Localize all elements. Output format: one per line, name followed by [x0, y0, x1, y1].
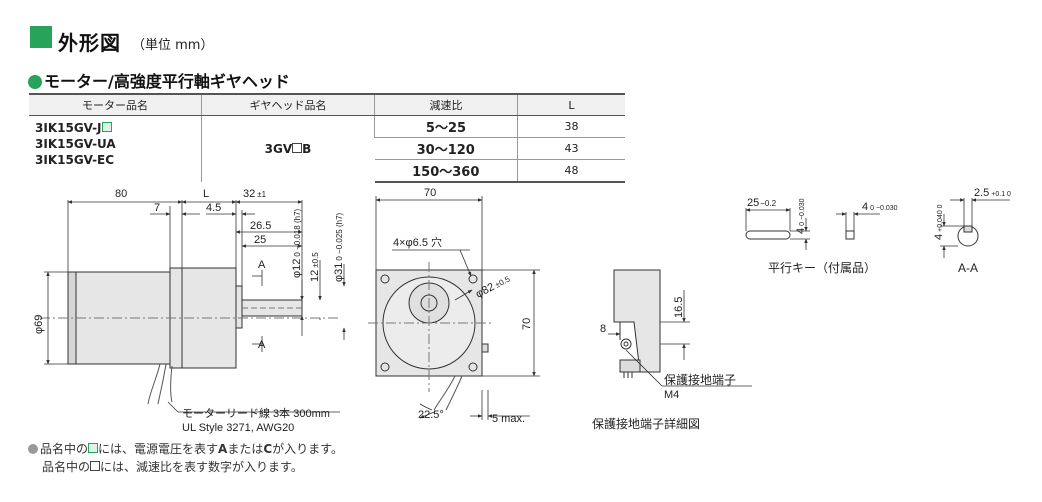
section-title-text: モーター/高強度平行軸ギヤヘッド	[44, 72, 290, 91]
L-cell: 43	[517, 137, 625, 160]
note-2: 品名中のには、減速比を表す数字が入ります。	[42, 458, 303, 475]
key-dimension-lines	[745, 208, 880, 250]
gearhead-suffix: B	[302, 142, 312, 156]
ratio-cell: 150～360	[374, 159, 518, 183]
aa-dimension-lines	[940, 198, 1010, 258]
angle-label: 22.5°	[418, 409, 444, 421]
voltage-square-icon	[101, 122, 112, 132]
ratio-square-icon	[90, 461, 101, 471]
dim-12: 12±0.5	[309, 252, 321, 282]
aa-2-5: 2.5+0.1 0	[974, 187, 1011, 199]
col-gearhead: ギヤヘッド品名	[201, 93, 375, 116]
detail-caption: 保護接地端子詳細図	[592, 416, 700, 431]
motor-names: 3IK15GV-J 3IK15GV-UA 3IK15GV-EC	[29, 116, 202, 183]
note-text: が入ります。	[272, 442, 343, 456]
ratio-cell: 30～120	[374, 137, 518, 160]
note-code-a: A	[218, 442, 228, 456]
side-view	[40, 267, 340, 405]
L-cell: 48	[517, 159, 625, 183]
ratio-square-icon	[292, 143, 303, 153]
key-len: 25−0.2	[747, 197, 777, 209]
note-text: または	[227, 442, 264, 456]
section-A-top: A	[258, 259, 266, 271]
page-title: 外形図	[58, 31, 121, 55]
dim-phi31: φ310 −0.025 (h7)	[333, 212, 345, 282]
terminal-size: M4	[664, 389, 679, 401]
col-ratio: 減速比	[374, 93, 518, 116]
holes-label: 4×φ6.5 穴	[393, 235, 442, 249]
dim-26-5: 26.5	[250, 220, 271, 232]
table-row: 3IK15GV-J 3IK15GV-UA 3IK15GV-EC 3GV B 5～2…	[29, 115, 625, 182]
L-cell: 38	[517, 115, 625, 138]
key-caption: 平行キー（付属品）	[768, 261, 876, 275]
front-view	[368, 262, 492, 411]
gearhead-name: 3GV B	[201, 115, 375, 182]
key-drawing	[745, 230, 855, 240]
aa-section	[957, 225, 979, 247]
spec-table: モーター品名 ギヤヘッド品名 減速比 L 3IK15GV-J 3IK15GV-U…	[29, 93, 625, 183]
motor-name: 3IK15GV-EC	[35, 153, 115, 167]
bullet-icon	[28, 75, 42, 89]
gearhead-prefix: 3GV	[264, 142, 293, 156]
dim-16-5: 16.5	[673, 297, 685, 318]
note-text: には、電源電圧を表す	[98, 442, 219, 456]
key-h: 40 −0.030	[795, 198, 807, 234]
dim-7: 7	[154, 202, 160, 214]
unit-label: （単位 mm）	[132, 38, 214, 53]
dim-25: 25	[254, 234, 266, 246]
dim-4-5: 4.5	[206, 202, 221, 214]
table-row: 30～120 43	[29, 137, 625, 160]
note-code-c: C	[263, 442, 273, 456]
table-row: 150～360 48	[29, 159, 625, 183]
aa-4: 4+0.040 0	[933, 204, 945, 240]
note-bullet-icon	[28, 444, 38, 454]
dim-80: 80	[115, 188, 127, 200]
terminal-dimension-lines	[608, 290, 752, 387]
dim-70-top: 70	[424, 187, 436, 199]
dim-phi12: φ120 −0.018 (h7)	[291, 208, 303, 278]
motor-name: 3IK15GV-J	[35, 121, 102, 135]
dim-phi69: φ69	[33, 315, 45, 334]
section-title: モーター/高強度平行軸ギヤヘッド	[28, 68, 290, 92]
motor-name: 3IK15GV-UA	[35, 137, 116, 151]
section-A-bottom: A	[258, 339, 266, 351]
aa-caption: A-A	[958, 261, 978, 275]
note-1: 品名中のには、電源電圧を表すAまたはCが入ります。	[28, 440, 343, 457]
title-marker	[30, 26, 52, 48]
dim-32: 32±1	[243, 188, 267, 200]
dim-L: L	[203, 188, 209, 200]
voltage-square-icon	[88, 443, 99, 453]
note-text: には、減速比を表す数字が入ります。	[100, 460, 303, 474]
lead-wire-spec: UL Style 3271, AWG20	[182, 422, 294, 434]
lead-wire-label: モーターリード線 3本 300mm	[182, 406, 330, 420]
col-motor: モーター品名	[29, 93, 202, 116]
terminal-label: 保護接地端子	[664, 372, 736, 387]
note-text: 品名中の	[40, 442, 89, 456]
max5-label: 5 max.	[492, 413, 525, 425]
dim-8: 8	[600, 323, 606, 335]
col-L: L	[517, 93, 625, 116]
terminal-detail	[613, 269, 661, 378]
front-dimension-lines	[375, 196, 540, 420]
dim-70-side: 70	[521, 318, 533, 330]
side-dimension-lines	[44, 200, 346, 413]
table-header-row: モーター品名 ギヤヘッド品名 減速比 L	[29, 93, 625, 116]
note-text: 品名中の	[42, 460, 91, 474]
ratio-cell: 5～25	[374, 115, 518, 138]
